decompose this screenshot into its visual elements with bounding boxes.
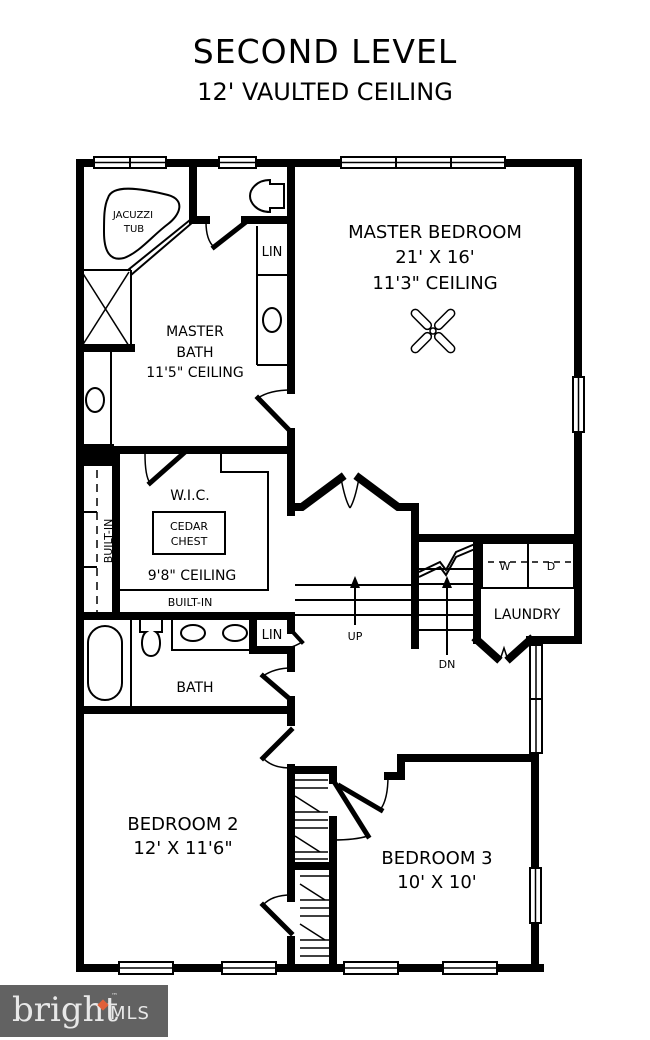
built-in-horizontal-label: BUILT-IN [168, 596, 213, 609]
plan-title: SECOND LEVEL [192, 32, 458, 71]
bedroom2-name: BEDROOM 2 [127, 814, 238, 835]
stairs-down-label: DN [439, 658, 456, 671]
bright-mls-watermark: bright ™ MLS [0, 985, 168, 1037]
wic-label: W.I.C. [170, 488, 210, 504]
bedroom3-name: BEDROOM 3 [381, 848, 492, 869]
toilet-icon [139, 620, 163, 658]
bath-linen-label: LIN [262, 628, 283, 643]
ceiling-fan-icon [410, 308, 456, 354]
arrow-up-icon [350, 576, 360, 588]
room-labels: MASTER BEDROOM 21' X 16' 11'3" CEILING J… [102, 210, 561, 893]
sink-icon [262, 307, 282, 333]
jacuzzi-tub-icon [102, 187, 181, 260]
cedar-chest-label-1: CEDAR [170, 520, 208, 533]
plan-subtitle: 12' VAULTED CEILING [197, 78, 453, 106]
linen-closet-label: LIN [262, 245, 283, 260]
bedroom2-size: 12' X 11'6" [133, 838, 232, 859]
stairs-up-label: UP [348, 630, 363, 643]
master-bedroom-name: MASTER BEDROOM [348, 222, 522, 243]
bathtub-icon [87, 625, 123, 701]
watermark-brand: bright [12, 990, 119, 1030]
bath-label: BATH [176, 680, 213, 696]
sink-icon [85, 387, 105, 413]
fixtures [80, 178, 578, 957]
windows [93, 156, 585, 975]
master-bedroom-size: 21' X 16' [395, 247, 474, 268]
sink-icon [180, 624, 206, 642]
master-bath-label-1: MASTER [166, 324, 224, 340]
master-bedroom-ceiling: 11'3" CEILING [372, 273, 497, 294]
laundry-label: LAUNDRY [494, 607, 561, 623]
dryer-label: D [547, 560, 555, 573]
wic-ceiling: 9'8" CEILING [148, 568, 237, 584]
master-bath-ceiling: 11'5" CEILING [146, 365, 243, 381]
built-in-vertical-label: BUILT-IN [102, 519, 115, 564]
watermark-suffix: MLS [110, 1003, 150, 1024]
jacuzzi-label-2: TUB [123, 224, 144, 235]
toilet-icon [248, 178, 285, 214]
trademark-symbol: ™ [111, 992, 118, 1000]
washer-label: W [500, 560, 511, 573]
sink-icon [222, 624, 248, 642]
cedar-chest-label-2: CHEST [171, 535, 208, 548]
bedroom3-size: 10' X 10' [397, 872, 476, 893]
master-bath-label-2: BATH [176, 345, 213, 361]
cedar-chest-box [152, 511, 226, 555]
arrow-down-icon [442, 576, 452, 588]
jacuzzi-label-1: JACUZZI [112, 210, 153, 221]
